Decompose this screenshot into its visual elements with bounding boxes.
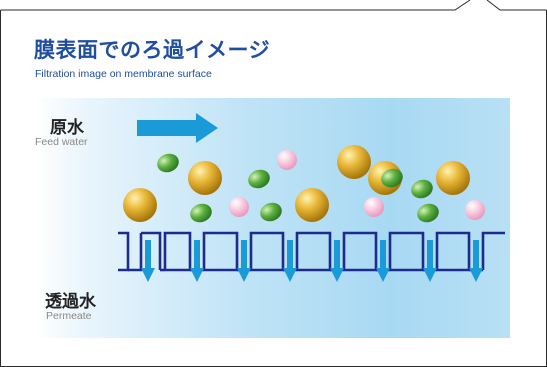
gold-particle [295,188,329,222]
pink-particle [364,197,384,217]
green-particle [381,168,403,188]
green-particle [248,169,270,189]
green-particle [190,203,212,223]
green-particle [157,153,179,173]
page-subtitle: Filtration image on membrane surface [35,68,212,80]
pink-particle [277,150,297,170]
page-title: 膜表面でのろ過イメージ [34,38,271,62]
feed-water-label-en: Feed water [35,136,88,148]
gold-particle [337,145,371,179]
green-particles [157,153,439,223]
permeate-arrow [423,240,437,282]
pink-particle [465,200,485,220]
permeate-arrow [283,240,297,282]
permeate-arrow [237,240,251,282]
gold-particle [123,188,157,222]
permeate-arrow [469,240,483,282]
green-particle [260,202,282,222]
green-particle [411,179,433,199]
permeate-label: 透過水 [45,292,96,312]
pink-particles [229,150,485,220]
membrane [118,231,505,272]
pink-particle [229,197,249,217]
permeate-arrows [141,240,483,282]
permeate-arrow [376,240,390,282]
permeate-arrow [190,240,204,282]
green-particle [417,203,439,223]
feed-arrow [137,113,218,143]
gold-particle [436,161,470,195]
permeate-arrow [141,240,155,282]
permeate-arrow [330,240,344,282]
permeate-label-en: Permeate [46,310,92,322]
feed-water-label: 原水 [50,118,84,138]
gold-particle [188,161,222,195]
